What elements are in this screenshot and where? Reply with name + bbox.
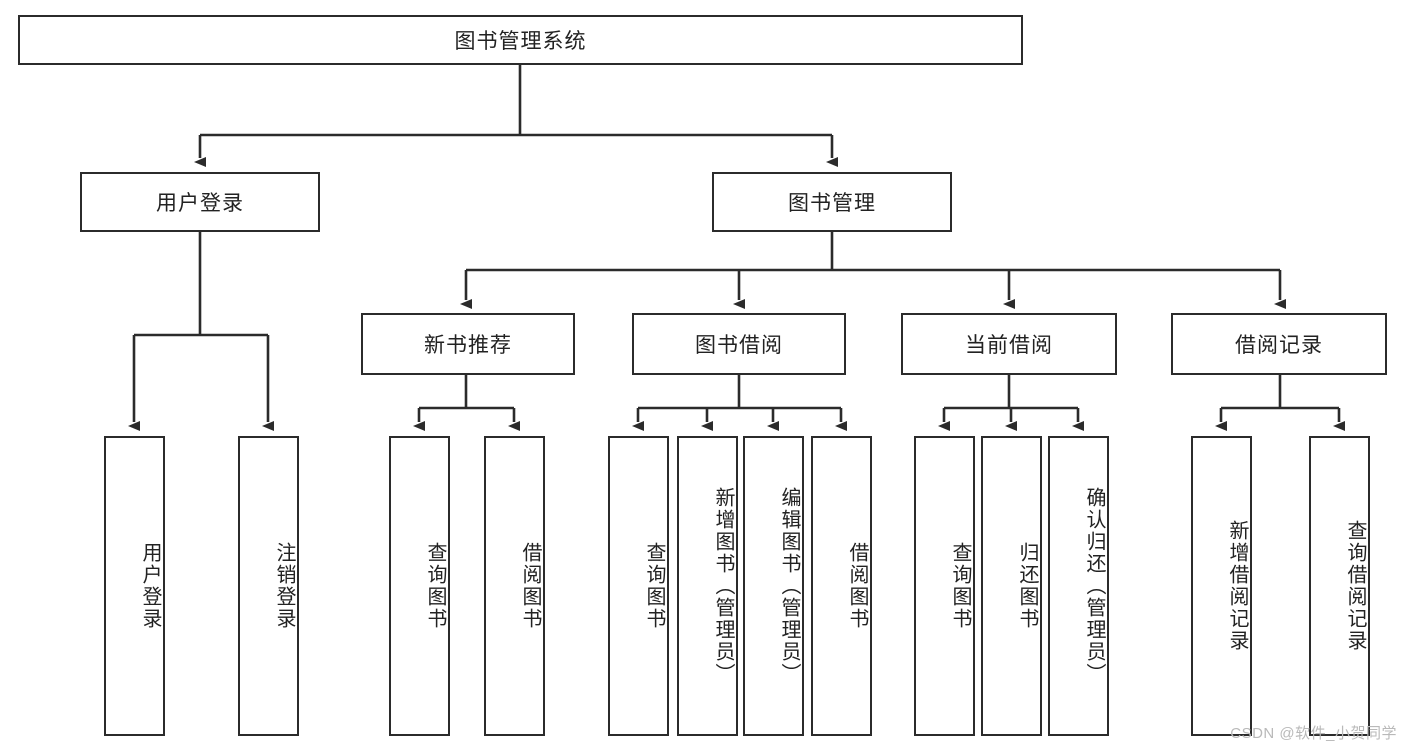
leaf-book-borrow-add[interactable]: 新增图书（管理员） (677, 436, 738, 736)
node-borrow-record[interactable]: 借阅记录 (1171, 313, 1387, 375)
watermark-text: CSDN @软件_小贺同学 (1230, 725, 1397, 742)
node-root-system[interactable]: 图书管理系统 (18, 15, 1023, 65)
node-label: 查询图书 (643, 542, 665, 630)
node-label: 图书借阅 (695, 334, 783, 357)
leaf-user-login-login[interactable]: 用户登录 (104, 436, 165, 736)
leaf-current-borrow-return[interactable]: 归还图书 (981, 436, 1042, 736)
leaf-book-borrow-query[interactable]: 查询图书 (608, 436, 669, 736)
node-new-book-recommend[interactable]: 新书推荐 (361, 313, 575, 375)
leaf-current-borrow-confirm-return[interactable]: 确认归还（管理员） (1048, 436, 1109, 736)
leaf-book-borrow-borrow[interactable]: 借阅图书 (811, 436, 872, 736)
node-book-borrow[interactable]: 图书借阅 (632, 313, 846, 375)
node-label: 用户登录 (139, 542, 161, 630)
leaf-borrow-record-query[interactable]: 查询借阅记录 (1309, 436, 1370, 736)
node-label: 注销登录 (273, 542, 295, 630)
leaf-current-borrow-query[interactable]: 查询图书 (914, 436, 975, 736)
node-label: 图书管理系统 (454, 30, 587, 53)
node-label: 借阅记录 (1235, 334, 1323, 357)
node-user-login[interactable]: 用户登录 (80, 172, 320, 232)
node-label: 编辑图书（管理员） (778, 487, 800, 685)
leaf-new-book-query[interactable]: 查询图书 (389, 436, 450, 736)
leaf-user-login-logout[interactable]: 注销登录 (238, 436, 299, 736)
node-label: 借阅图书 (846, 542, 868, 630)
node-label: 用户登录 (156, 192, 244, 215)
node-label: 查询图书 (424, 542, 446, 630)
node-label: 新增借阅记录 (1226, 520, 1248, 652)
node-label: 查询图书 (949, 542, 971, 630)
node-label: 新书推荐 (424, 334, 512, 357)
node-label: 当前借阅 (965, 334, 1053, 357)
node-label: 图书管理 (788, 192, 876, 215)
node-label: 查询借阅记录 (1344, 520, 1366, 652)
node-label: 新增图书（管理员） (712, 487, 734, 685)
node-label: 归还图书 (1016, 542, 1038, 630)
node-label: 借阅图书 (519, 542, 541, 630)
leaf-new-book-borrow[interactable]: 借阅图书 (484, 436, 545, 736)
leaf-borrow-record-add[interactable]: 新增借阅记录 (1191, 436, 1252, 736)
node-book-management[interactable]: 图书管理 (712, 172, 952, 232)
node-current-borrow[interactable]: 当前借阅 (901, 313, 1117, 375)
leaf-book-borrow-edit[interactable]: 编辑图书（管理员） (743, 436, 804, 736)
node-label: 确认归还（管理员） (1083, 487, 1105, 685)
